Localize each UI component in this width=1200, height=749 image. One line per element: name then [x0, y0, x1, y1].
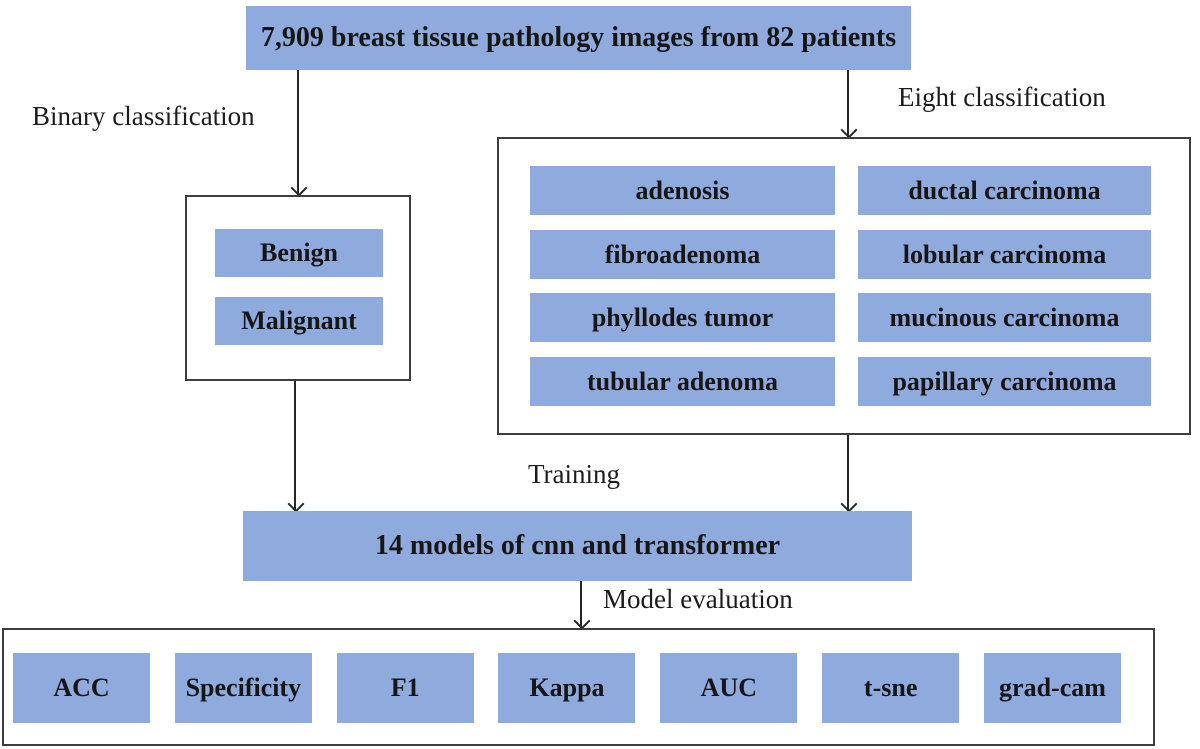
metric-box-specificity: Specificity	[174, 653, 312, 723]
arrow-source-to-binary	[297, 70, 299, 195]
class-box-ductal-carcinoma: ductal carcinoma	[858, 166, 1151, 215]
arrow-binary-to-models	[294, 381, 296, 511]
eight-classification-label: Eight classification	[898, 82, 1106, 112]
class-box-tubular-adenoma: tubular adenoma	[530, 357, 835, 406]
metric-box-f1: F1	[336, 653, 474, 723]
models-box: 14 models of cnn and transformer	[243, 511, 912, 581]
metric-box-kappa: Kappa	[498, 653, 636, 723]
evaluation-container	[2, 628, 1155, 746]
models-label: 14 models of cnn and transformer	[374, 530, 781, 561]
source-label: 7,909 breast tissue pathology images fro…	[260, 22, 897, 53]
arrow-eight-to-models	[847, 435, 849, 511]
arrow-models-to-evaluation	[580, 581, 582, 628]
eight-class-container	[497, 137, 1191, 435]
class-box-lobular-carcinoma: lobular carcinoma	[858, 230, 1151, 279]
metric-box-acc: ACC	[13, 653, 150, 723]
binary-classification-label: Binary classification	[32, 101, 255, 131]
class-box-papillary-carcinoma: papillary carcinoma	[858, 357, 1151, 406]
metric-box-t-sne: t-sne	[822, 653, 960, 723]
source-box: 7,909 breast tissue pathology images fro…	[246, 6, 911, 70]
training-label: Training	[528, 459, 621, 489]
metrics-row: ACC Specificity F1 Kappa AUC t-sne grad-…	[13, 653, 1121, 723]
class-box-adenosis: adenosis	[530, 166, 835, 215]
class-box-benign: Benign	[215, 229, 383, 277]
model-evaluation-label: Model evaluation	[603, 584, 793, 614]
arrow-source-to-eight	[847, 70, 849, 137]
binary-class-container	[185, 195, 411, 381]
class-box-fibroadenoma: fibroadenoma	[530, 230, 835, 279]
metric-box-auc: AUC	[660, 653, 798, 723]
metric-box-grad-cam: grad-cam	[983, 653, 1121, 723]
class-box-mucinous-carcinoma: mucinous carcinoma	[858, 293, 1151, 342]
class-box-malignant: Malignant	[215, 297, 383, 345]
class-box-phyllodes-tumor: phyllodes tumor	[530, 293, 835, 342]
